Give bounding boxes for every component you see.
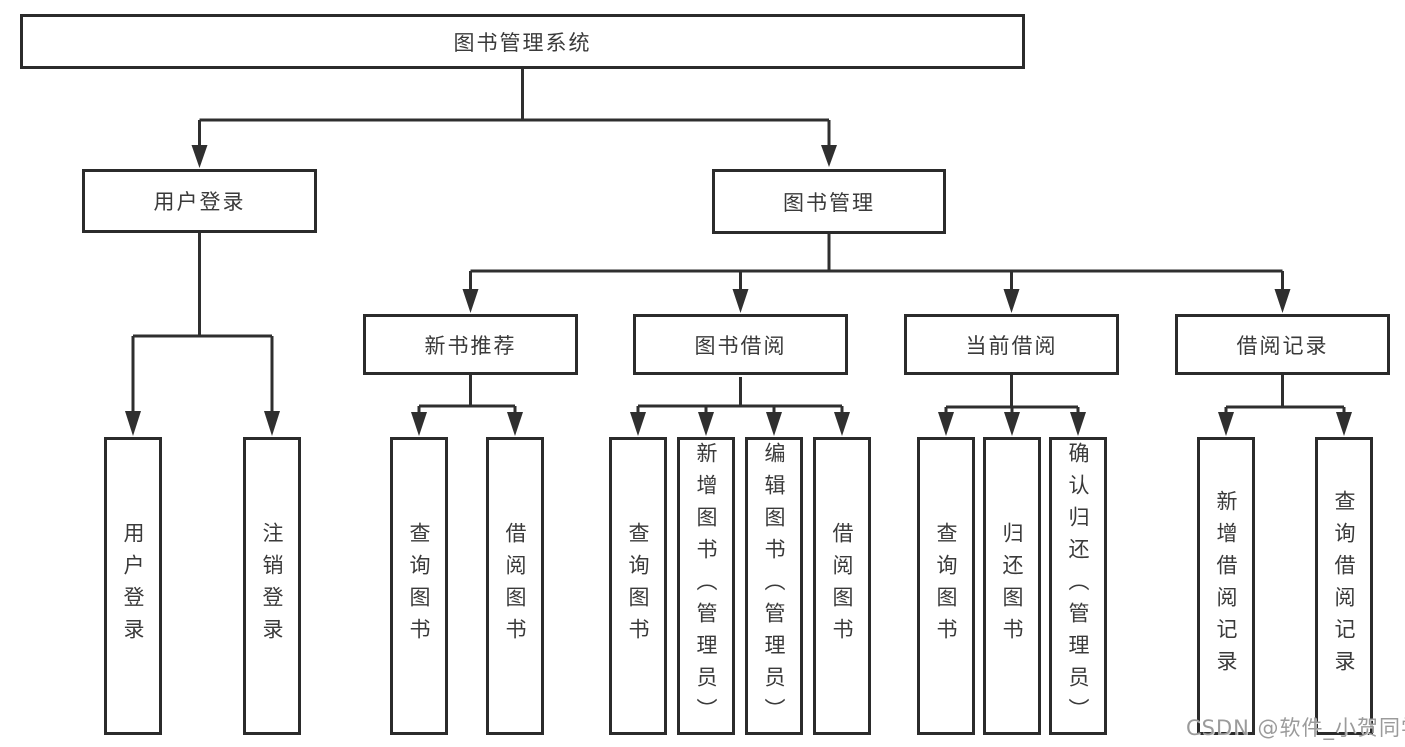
leaf-confirm-return-admin: 确认归还（管理员） xyxy=(1049,437,1107,735)
node-label: 查询图书 xyxy=(407,522,432,650)
connector-userlogin-to-leaves xyxy=(131,233,274,418)
leaf-query-books-newrec: 查询图书 xyxy=(390,437,448,735)
arrow-down-icon xyxy=(507,412,523,436)
leaf-query-borrow-record: 查询借阅记录 xyxy=(1315,437,1373,735)
node-label: 借阅记录 xyxy=(1236,333,1329,358)
arrow-down-icon xyxy=(1004,412,1020,436)
arrow-down-icon xyxy=(766,412,782,436)
node-book-management: 图书管理 xyxy=(712,169,946,234)
node-label: 图书管理 xyxy=(783,190,875,215)
node-label: 归还图书 xyxy=(1000,522,1025,650)
arrow-down-icon xyxy=(732,289,749,313)
arrow-down-icon xyxy=(191,145,208,168)
arrow-down-icon xyxy=(698,412,714,436)
node-label: 用户登录 xyxy=(153,190,246,214)
arrow-down-icon xyxy=(1274,289,1291,313)
node-label: 新书推荐 xyxy=(424,333,517,358)
leaf-user-login: 用户登录 xyxy=(104,437,162,735)
connector-newbook-to-leaves xyxy=(417,375,517,418)
leaf-edit-books-admin: 编辑图书（管理员） xyxy=(745,437,803,735)
node-label: 图书管理系统 xyxy=(453,30,592,55)
arrow-down-icon xyxy=(938,412,954,436)
node-label: 查询图书 xyxy=(934,522,959,650)
arrow-down-icon xyxy=(125,411,141,436)
leaf-add-books-admin: 新增图书（管理员） xyxy=(677,437,735,735)
arrow-down-icon xyxy=(1070,412,1086,436)
csdn-watermark: CSDN @软件_小贺同学 xyxy=(1186,716,1405,740)
connector-bookborrow-to-leaves xyxy=(636,377,844,418)
leaf-query-books-current: 查询图书 xyxy=(917,437,975,735)
leaf-return-books: 归还图书 xyxy=(983,437,1041,735)
leaf-borrow-books-borrowing: 借阅图书 xyxy=(813,437,871,735)
node-label: 新增图书（管理员） xyxy=(694,442,719,730)
arrow-down-icon xyxy=(630,412,646,436)
arrow-down-icon xyxy=(1218,412,1234,436)
arrow-down-icon xyxy=(821,145,837,167)
leaf-logout: 注销登录 xyxy=(243,437,301,735)
arrow-down-icon xyxy=(1336,412,1352,436)
arrow-down-icon xyxy=(411,412,427,436)
connector-records-to-leaves xyxy=(1224,375,1346,418)
connector-currentborrow-to-leaves xyxy=(944,375,1080,418)
node-label: 借阅图书 xyxy=(503,522,528,650)
node-new-book-recommendation: 新书推荐 xyxy=(363,314,578,375)
arrow-down-icon xyxy=(834,412,850,436)
node-label: 新增借阅记录 xyxy=(1214,490,1239,682)
connector-bookmgmt-to-level3 xyxy=(469,234,1284,294)
node-label: 借阅图书 xyxy=(830,522,855,650)
node-user-login: 用户登录 xyxy=(82,169,317,233)
connector-root-to-level2 xyxy=(198,69,831,150)
leaf-add-borrow-record: 新增借阅记录 xyxy=(1197,437,1255,735)
node-label: 用户登录 xyxy=(121,522,146,650)
node-label: 编辑图书（管理员） xyxy=(762,442,787,730)
arrow-down-icon xyxy=(264,411,280,436)
node-borrowing-records: 借阅记录 xyxy=(1175,314,1390,375)
node-label: 查询图书 xyxy=(626,522,651,650)
node-label: 图书借阅 xyxy=(694,333,787,358)
node-label: 查询借阅记录 xyxy=(1332,490,1357,682)
node-book-borrowing: 图书借阅 xyxy=(633,314,848,375)
arrowheads xyxy=(125,145,1352,436)
node-current-borrowing: 当前借阅 xyxy=(904,314,1119,375)
arrow-down-icon xyxy=(1003,289,1020,313)
leaf-query-books-borrowing: 查询图书 xyxy=(609,437,667,735)
arrow-down-icon xyxy=(462,289,479,313)
node-label: 当前借阅 xyxy=(965,333,1058,358)
node-library-management-system: 图书管理系统 xyxy=(20,14,1025,69)
leaf-borrow-books-newrec: 借阅图书 xyxy=(486,437,544,735)
node-label: 确认归还（管理员） xyxy=(1066,442,1091,730)
node-label: 注销登录 xyxy=(260,522,285,650)
